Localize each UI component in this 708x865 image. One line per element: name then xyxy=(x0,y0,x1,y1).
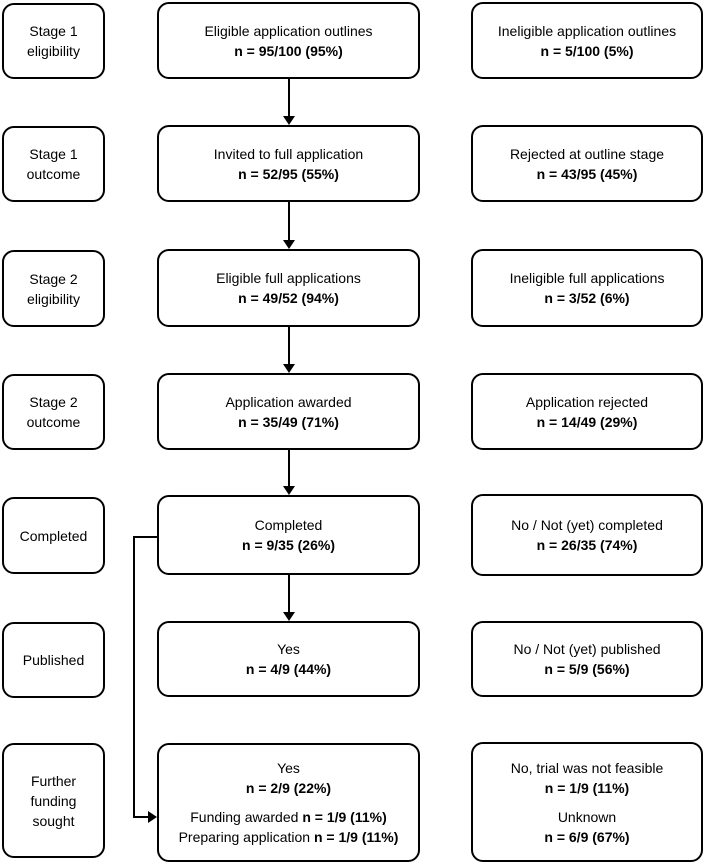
elbow-vertical-segment xyxy=(133,536,135,818)
box-application-awarded: Application awarded n = 35/49 (71%) xyxy=(157,373,420,450)
arrow-line xyxy=(288,79,290,117)
arrow-head xyxy=(283,364,295,373)
box-stat: n = 5/9 (56%) xyxy=(544,661,630,677)
box-eligible-full-applications: Eligible full applications n = 49/52 (94… xyxy=(157,249,420,327)
arrow-head xyxy=(283,612,295,621)
box-title: Ineligible application outlines xyxy=(497,22,677,39)
box-stat: n = 4/9 (44%) xyxy=(245,661,332,677)
arrow-head xyxy=(283,240,295,249)
box-title: Rejected at outline stage xyxy=(509,145,665,162)
box-title: Eligible application outlines xyxy=(204,22,373,39)
detail-label: Preparing application xyxy=(178,829,314,845)
box-stat: n = 49/52 (94%) xyxy=(238,290,339,306)
box-not-published: No / Not (yet) published n = 5/9 (56%) xyxy=(471,621,703,697)
box-published-yes: Yes n = 4/9 (44%) xyxy=(157,621,420,697)
arrow-line xyxy=(288,202,290,241)
label-stage1-outcome: Stage 1 outcome xyxy=(2,126,105,202)
box-application-rejected: Application rejected n = 14/49 (29%) xyxy=(471,373,703,450)
box-stat: n = 5/100 (5%) xyxy=(540,42,634,59)
label-published: Published xyxy=(2,622,105,698)
label-further-funding-sought: Further funding sought xyxy=(2,743,105,858)
box-stat: n = 3/52 (6%) xyxy=(544,290,630,306)
detail-stat: n = 1/9 (11%) xyxy=(313,829,399,845)
box-title: Ineligible full applications xyxy=(509,270,665,286)
label-stage1-eligibility: Stage 1 eligibility xyxy=(2,3,105,79)
label-stage2-outcome: Stage 2 outcome xyxy=(2,374,105,450)
arrow-line xyxy=(288,575,290,613)
box-stat: n = 14/49 (29%) xyxy=(536,413,638,430)
box-not-feasible-unknown: No, trial was not feasible n = 1/9 (11%)… xyxy=(471,742,703,862)
box-stat: n = 9/35 (26%) xyxy=(242,537,335,553)
box-title: No / Not (yet) completed xyxy=(511,517,663,533)
box-ineligible-outlines: Ineligible application outlines n = 5/10… xyxy=(471,2,703,79)
box-title: Yes xyxy=(277,641,300,657)
box-ineligible-full-applications: Ineligible full applications n = 3/52 (6… xyxy=(471,249,703,327)
box-title: Completed xyxy=(254,517,323,533)
box-further-funding-yes: Yes n = 2/9 (22%) Funding awarded n = 1/… xyxy=(157,743,420,862)
detail-stat: n = 1/9 (11%) xyxy=(302,809,387,825)
box-title: Yes xyxy=(277,760,300,776)
box-not-completed: No / Not (yet) completed n = 26/35 (74%) xyxy=(471,494,703,576)
arrow-head xyxy=(148,811,157,823)
box-title: Invited to full application xyxy=(213,145,364,162)
elbow-start-segment xyxy=(133,536,157,538)
elbow-end-segment xyxy=(133,816,148,818)
box-stat: n = 1/9 (11%) xyxy=(544,779,630,796)
label-completed: Completed xyxy=(2,497,105,574)
box-stat: n = 6/9 (67%) xyxy=(544,828,630,845)
box-stat: n = 43/95 (45%) xyxy=(536,165,638,182)
box-title: No, trial was not feasible xyxy=(510,759,664,776)
detail-label: Funding awarded xyxy=(190,809,303,825)
box-rejected-outline-stage: Rejected at outline stage n = 43/95 (45%… xyxy=(471,125,703,202)
box-stat: n = 26/35 (74%) xyxy=(536,537,638,553)
arrow-line xyxy=(288,327,290,365)
box-stat: n = 52/95 (55%) xyxy=(238,165,339,182)
box-eligible-outlines: Eligible application outlines n = 95/100… xyxy=(157,2,420,79)
arrow-head xyxy=(283,486,295,495)
arrow-line xyxy=(288,450,290,487)
box-title: No / Not (yet) published xyxy=(513,641,661,657)
label-stage2-eligibility: Stage 2 eligibility xyxy=(2,250,105,327)
box-title: Application awarded xyxy=(225,393,352,410)
box-stat: n = 2/9 (22%) xyxy=(245,780,332,796)
box-completed: Completed n = 9/35 (26%) xyxy=(157,495,420,575)
box-detail-line: Preparing application n = 1/9 (11%) xyxy=(179,827,399,847)
box-title: Eligible full applications xyxy=(216,270,361,286)
arrow-head xyxy=(283,116,295,125)
box-title: Application rejected xyxy=(525,393,649,410)
box-detail-line: Funding awarded n = 1/9 (11%) xyxy=(190,807,387,827)
box-stat: n = 35/49 (71%) xyxy=(238,413,339,430)
box-title: Unknown xyxy=(557,808,617,825)
box-stat: n = 95/100 (95%) xyxy=(234,42,343,59)
box-invited-full-application: Invited to full application n = 52/95 (5… xyxy=(157,125,420,202)
